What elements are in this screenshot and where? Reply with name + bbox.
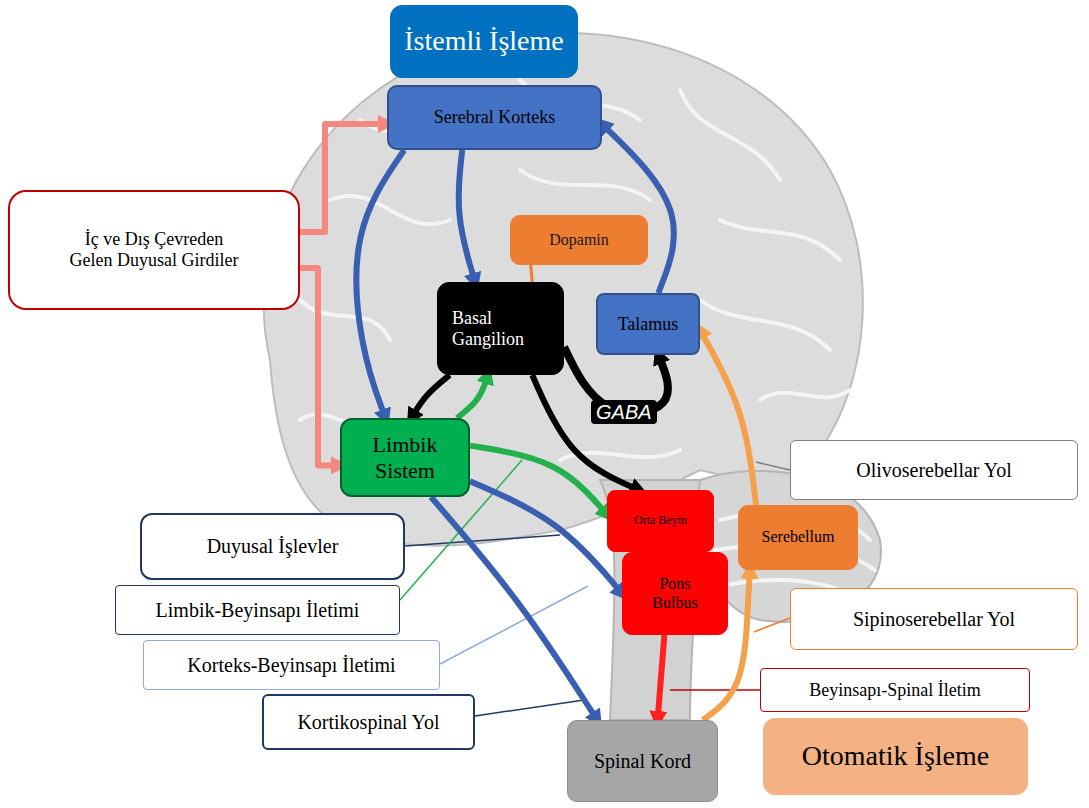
connector-arrow <box>356 150 404 418</box>
edge-label: GABA <box>591 400 657 424</box>
node-label: Otomatik İşleme <box>802 740 989 772</box>
callout-box: Olivoserebellar Yol <box>790 440 1078 500</box>
leader-line <box>475 700 584 716</box>
connector-arrow <box>412 375 450 418</box>
callout-box: Beyinsapı-Spinal İletim <box>760 668 1030 712</box>
gyrus <box>330 196 450 224</box>
region-box: Basal Gangilion <box>437 282 564 375</box>
node-label: Beyinsapı-Spinal İletim <box>809 680 980 701</box>
node-label: Limbik-Beyinsapı İletimi <box>156 599 360 622</box>
transmitter-box: Dopamin <box>510 215 648 265</box>
connector-arrow <box>300 268 340 465</box>
heading-box: İstemli İşleme <box>390 5 578 78</box>
input-box: İç ve Dış Çevreden Gelen Duyusal Girdile… <box>8 190 300 310</box>
cerebrum <box>264 33 863 546</box>
connector-arrow <box>532 375 639 490</box>
gyrus <box>680 90 780 180</box>
leader-line <box>754 618 790 632</box>
gyrus <box>300 300 390 340</box>
leader-line <box>405 535 560 546</box>
connector-arrow <box>431 497 597 720</box>
region-box: Orta Beyin <box>607 490 714 552</box>
node-label: Olivoserebellar Yol <box>856 459 1012 482</box>
callout-box: Sipinoserebellar Yol <box>790 588 1078 650</box>
callout-box: Kortikospinal Yol <box>262 694 475 750</box>
node-label: Korteks-Beyinsapı İletimi <box>187 654 395 677</box>
region-box: Limbik Sistem <box>340 418 470 497</box>
connector-arrow <box>531 265 533 282</box>
leader-line <box>756 462 790 470</box>
node-label: Duyusal İşlevler <box>207 535 339 558</box>
connector-arrow <box>470 446 607 515</box>
region-box: Pons Bulbus <box>622 552 728 635</box>
region-box: Spinal Kord <box>567 720 718 802</box>
connector-arrow <box>658 635 665 720</box>
connector-arrow <box>602 124 674 293</box>
node-label: İstemli İşleme <box>404 25 563 57</box>
callout-box: Korteks-Beyinsapı İletimi <box>143 640 440 690</box>
node-label: Spinal Kord <box>594 750 691 773</box>
node-label: Pons Bulbus <box>645 575 705 612</box>
node-label: İç ve Dış Çevreden Gelen Duyusal Girdile… <box>67 229 242 270</box>
node-label: Basal Gangilion <box>452 308 542 349</box>
node-label: Kortikospinal Yol <box>297 711 439 734</box>
region-box: Serebral Korteks <box>387 85 602 150</box>
callout-box: Limbik-Beyinsapı İletimi <box>115 585 400 635</box>
region-box: Serebellum <box>738 505 858 570</box>
gyrus <box>520 170 650 200</box>
heading-box: Otomatik İşleme <box>763 718 1028 795</box>
region-box: Talamus <box>596 293 700 355</box>
node-label: Sipinoserebellar Yol <box>853 608 1015 631</box>
node-label: Orta Beyin <box>634 514 687 528</box>
leader-line <box>670 689 760 691</box>
node-label: Limbik Sistem <box>355 432 455 483</box>
node-label: Serebellum <box>762 528 835 546</box>
node-label: Serebral Korteks <box>434 107 555 128</box>
gyrus <box>760 390 850 400</box>
connector-arrow <box>470 481 622 593</box>
connector-arrow <box>700 330 756 505</box>
gyrus <box>700 300 830 350</box>
node-label: Dopamin <box>549 231 609 249</box>
node-label: Talamus <box>618 314 679 335</box>
connector-arrow <box>300 124 387 232</box>
connector-arrow <box>564 347 668 412</box>
connector-arrow <box>457 375 488 418</box>
connector-arrow <box>459 150 475 282</box>
gyrus <box>720 220 840 260</box>
callout-box: Duyusal İşlevler <box>140 513 405 580</box>
